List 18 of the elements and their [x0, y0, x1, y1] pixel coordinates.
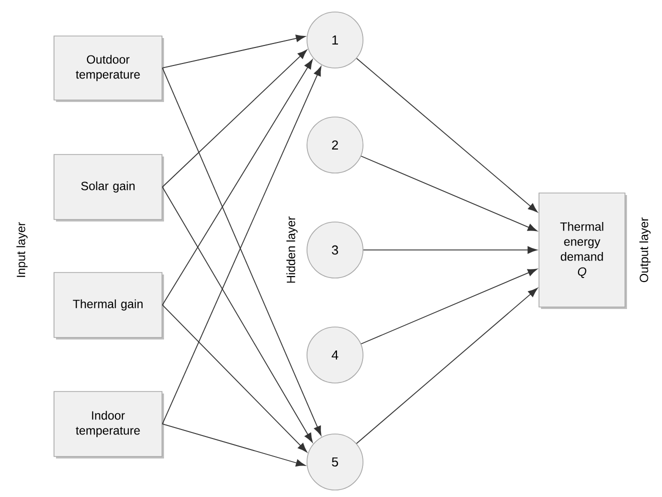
input-box: Thermal gain: [54, 272, 164, 340]
arrow: [360, 268, 538, 344]
input-box: Outdoor temperature: [54, 36, 164, 102]
input-box: Solar gain: [54, 154, 164, 222]
arrow: [162, 59, 313, 306]
arrow: [356, 288, 538, 444]
arrow: [162, 34, 306, 68]
layer-label: Input layer: [16, 222, 28, 277]
arrow: [162, 304, 308, 452]
arrow: [162, 186, 313, 443]
output-box: Thermal energy demand Q: [538, 192, 627, 309]
input-box: Indoor temperature: [54, 391, 164, 458]
layer-label: Output layer: [639, 218, 651, 282]
arrow: [362, 246, 538, 254]
arrow: [356, 58, 538, 212]
arrow: [162, 424, 306, 467]
arrow: [162, 50, 308, 188]
arrow: [360, 156, 538, 232]
